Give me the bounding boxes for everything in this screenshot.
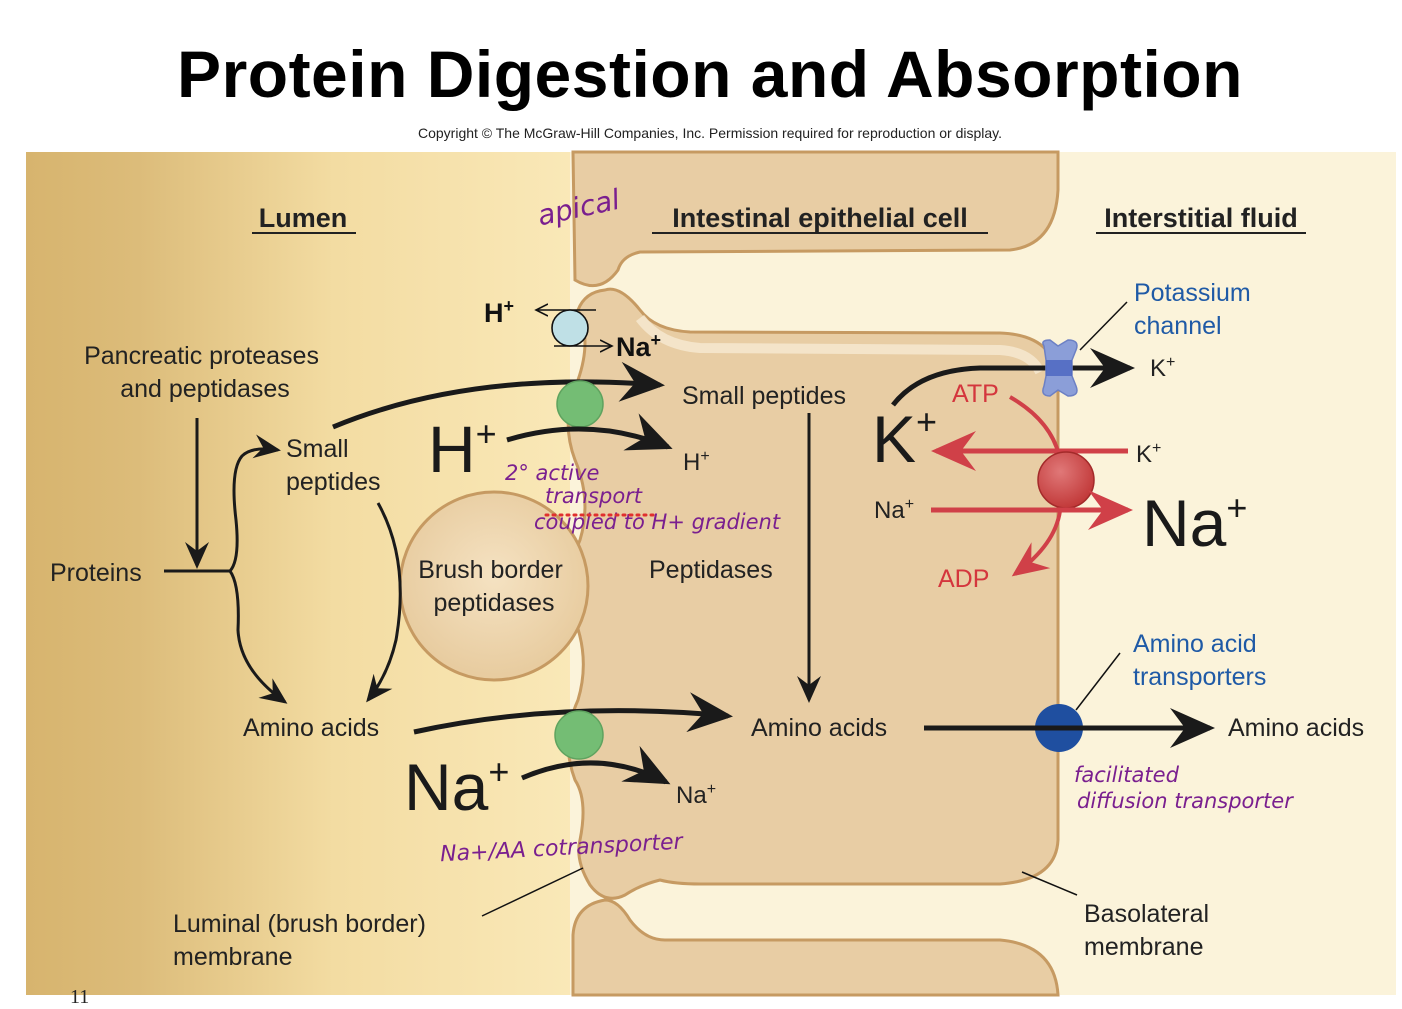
lower-neighbor-cell [571,898,1060,997]
luminal-membrane-label: Luminal (brush border) membrane [173,910,433,971]
amino-acid-transporters-label: Amino acid transporters [1133,630,1266,691]
adp-label: ADP [938,565,989,593]
interstitial-k-out-label: K+ [1150,354,1175,382]
annotation-secondary-active: 2° active transport coupled to H+ gradie… [505,461,781,534]
basolateral-membrane-leader [1021,871,1078,896]
na-cotransport-arrow [521,745,671,785]
upper-neighbor-cell [571,150,1060,288]
cell-amino-acids-label: Amino acids [751,714,887,742]
proteins-label: Proteins [50,559,142,587]
annotation-facilitated-diffusion: facilitated diffusion transporter [1074,763,1294,813]
interstitial-k-in-label: K+ [1136,440,1161,468]
proteins-to-amino-acids-arrow [228,570,288,704]
page-number: 11 [70,986,90,1008]
cell-peptidases-label: Peptidases [649,556,773,584]
na-h-exchanger-icon [551,309,589,347]
lumen-na-plus-big: Na+ [404,750,509,824]
interstitial-na-big: Na+ [1142,486,1247,560]
na-k-pump-icon [1037,451,1095,509]
h-cotransport-arrow [506,413,673,451]
exchanger-na-label: Na+ [616,330,661,362]
lumen-small-peptides-label: Small peptides [286,435,381,496]
k-efflux-arrow [891,348,1135,407]
region-label-lumen: Lumen [259,203,348,233]
cell-na-plus-label: Na+ [676,781,716,809]
cell-k-plus-big: K+ [872,401,937,476]
interstitial-amino-acids-label: Amino acids [1228,714,1364,742]
potassium-channel-icon [1042,339,1078,397]
h-peptide-symporter-icon [556,380,604,428]
atp-label: ATP [952,380,999,408]
aa-transporter-leader [1075,652,1121,711]
peptide-absorption-arrow [332,361,665,430]
lumen-amino-acids-label: Amino acids [243,714,379,742]
region-label-interstitial: Interstitial fluid [1104,203,1298,233]
amino-acid-absorption-arrow [413,692,733,735]
cell-small-peptides-label: Small peptides [682,382,846,410]
peptides-to-amino-acids-arrow [366,502,402,703]
exchanger-h-label: H+ [484,296,514,328]
na-aa-symporter-icon [554,710,604,760]
lumen-h-plus-big: H+ [428,412,497,486]
pancreatic-proteases-label: Pancreatic proteases and peptidases [84,342,326,403]
cell-highlight [635,314,1045,375]
potassium-channel-label: Potassium channel [1134,279,1258,340]
proteins-to-peptides-arrow [228,434,281,573]
potassium-channel-leader [1079,301,1128,351]
cell-na-plus-small-label: Na+ [874,496,914,524]
slide-title: Protein Digestion and Absorption [177,37,1243,111]
copyright-notice: Copyright © The McGraw-Hill Companies, I… [417,125,1003,141]
luminal-membrane-leader [481,867,584,917]
brush-border-peptidases-label: Brush border peptidases [418,556,569,617]
basolateral-membrane-label: Basolateral membrane [1084,900,1216,961]
adp-release-arrow [1011,510,1062,577]
cell-h-plus-label: H+ [683,448,710,476]
region-label-cell: Intestinal epithelial cell [672,203,968,233]
